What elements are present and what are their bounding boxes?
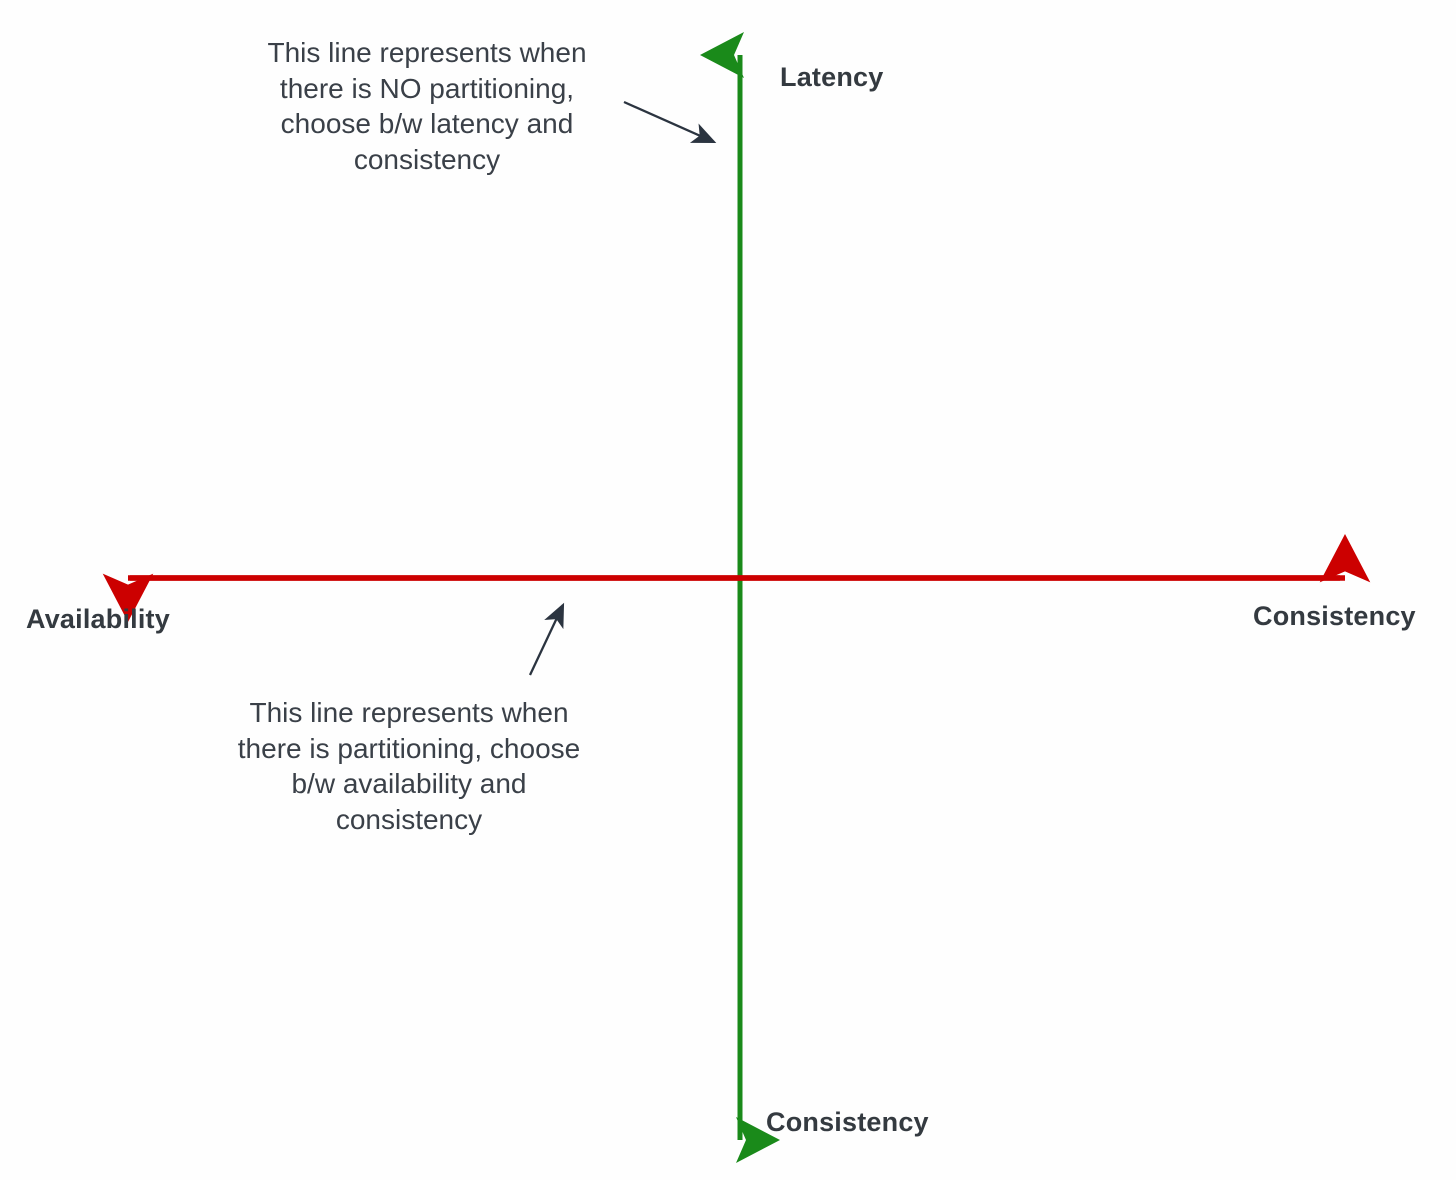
annotation-note-top: This line represents when there is NO pa… [267, 37, 587, 175]
axis-label-consistency-bottom: Consistency [766, 1107, 929, 1137]
annotation-note-bottom: This line represents when there is parti… [237, 697, 581, 835]
annotation-arrow-top [623, 100, 717, 144]
axis-label-latency: Latency [780, 62, 884, 92]
annotation-arrow-bottom [528, 602, 565, 676]
axis-label-availability: Availability [26, 604, 170, 634]
axis-label-consistency-right: Consistency [1253, 601, 1416, 631]
